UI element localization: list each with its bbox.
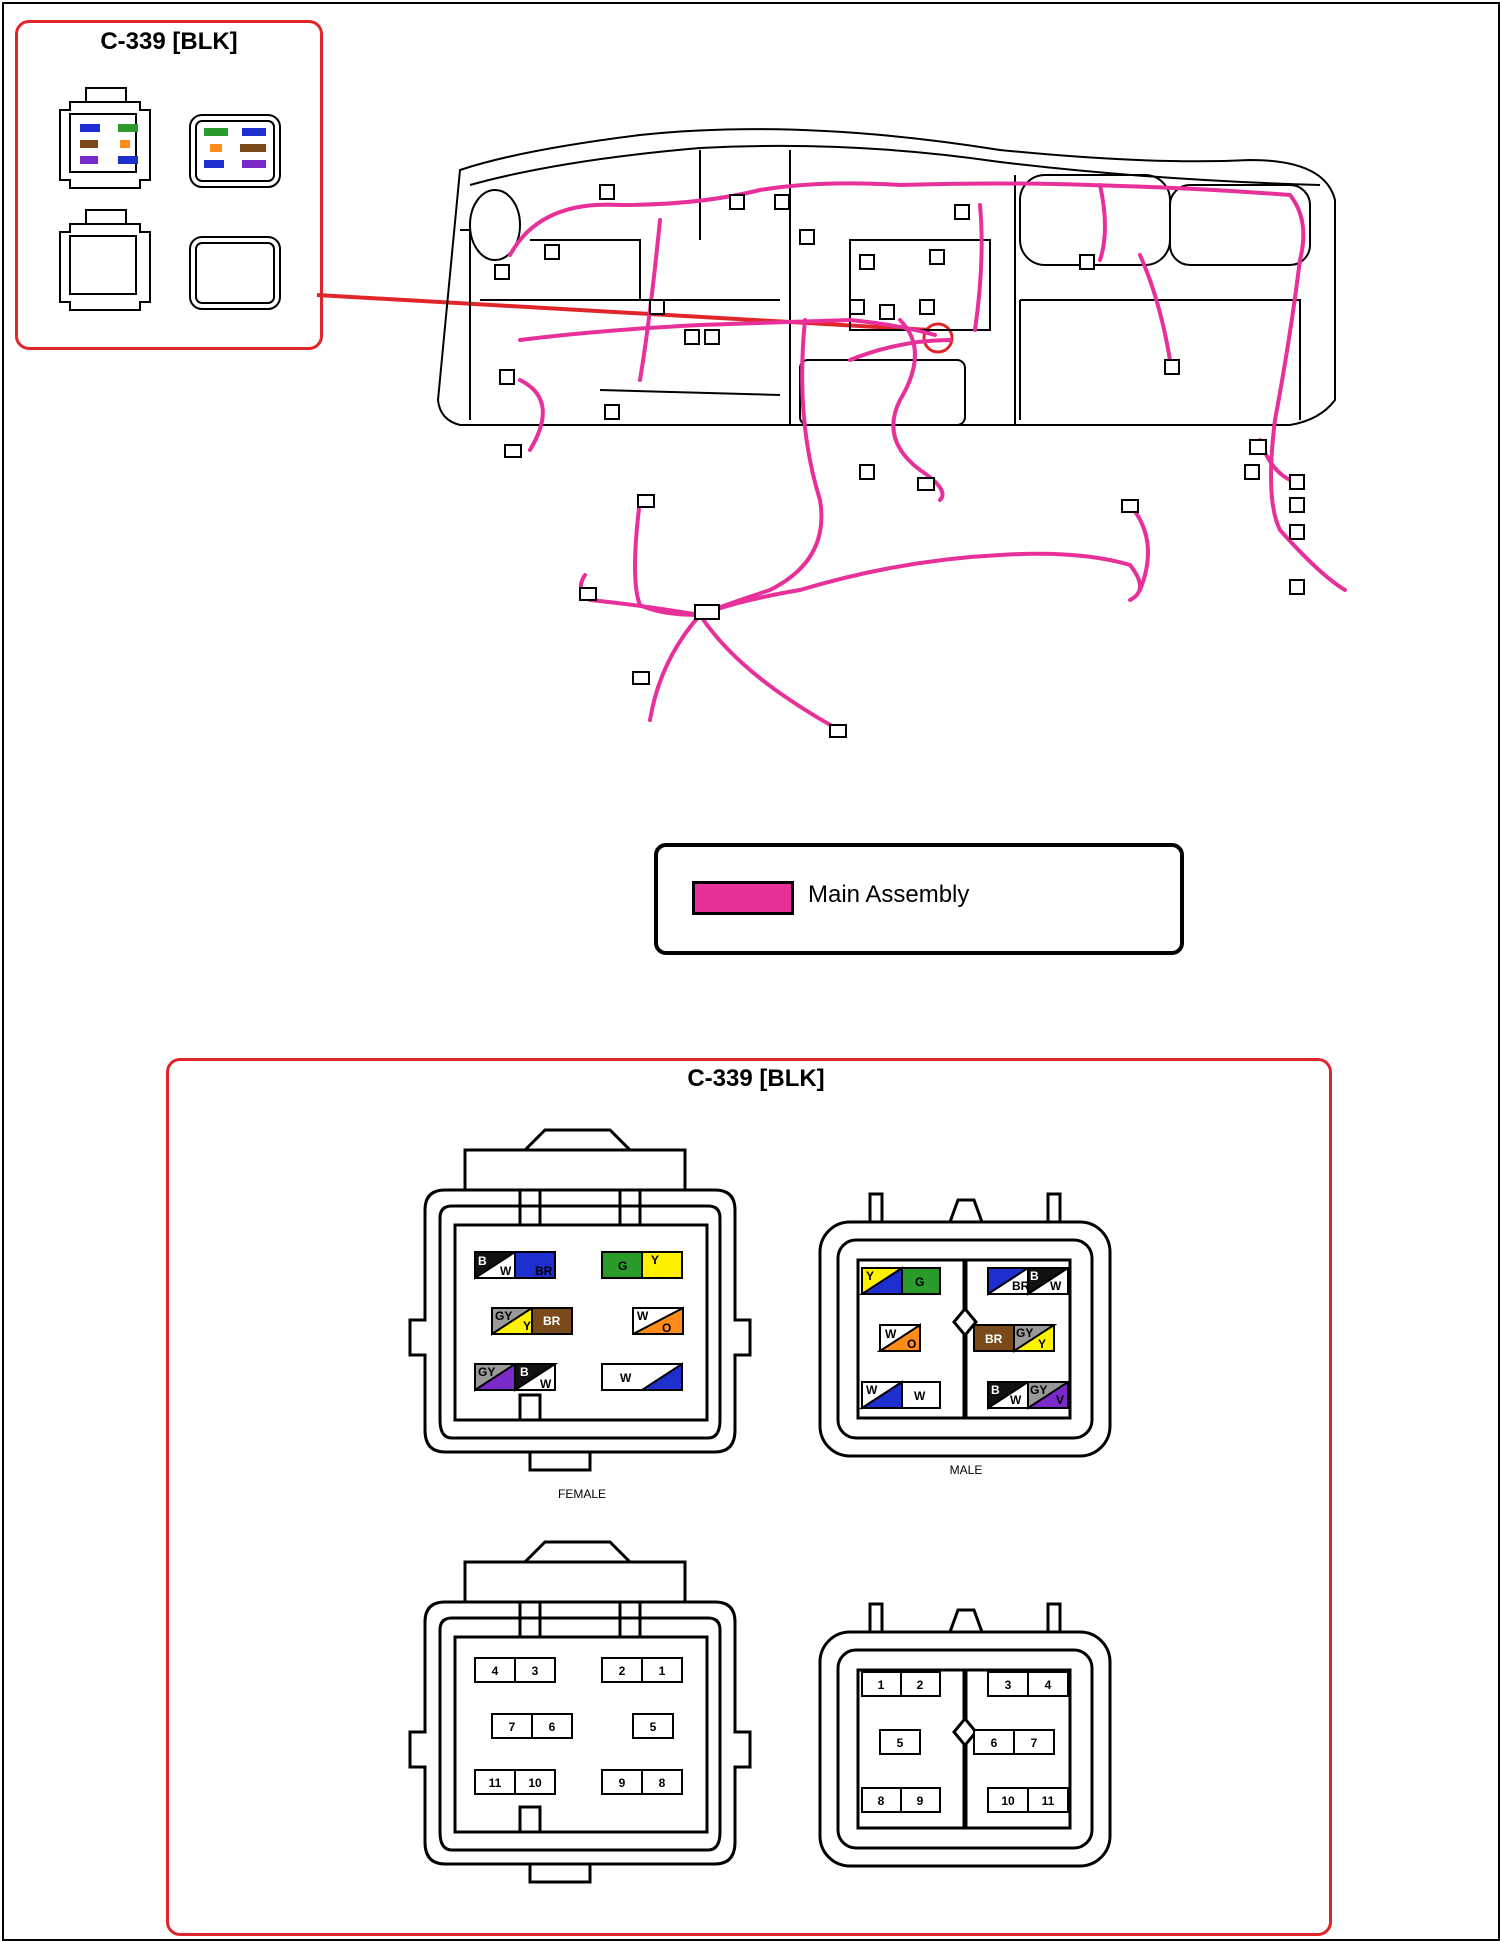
inset-male-numbered [189,236,281,310]
svg-text:G: G [618,1259,627,1273]
svg-text:Y: Y [523,1319,531,1333]
svg-text:W: W [1010,1393,1022,1407]
svg-text:GY: GY [495,1309,512,1323]
svg-text:GY: GY [1016,1326,1033,1340]
male-connector-colored [818,1192,1112,1458]
svg-text:W: W [500,1264,512,1278]
male-pin-numbers: 1 2 3 4 5 6 7 8 9 10 11 [878,1678,1055,1808]
female-connector-numbered [408,1540,752,1884]
male-pin-number: 8 [878,1794,885,1808]
inset-male-cavities [204,128,266,168]
legend-swatch [692,881,794,915]
harness-connectors [494,184,1305,738]
female-pin-number: 9 [619,1776,626,1790]
inset-female-connector [59,87,151,189]
inset-female-numbered [59,209,151,311]
svg-text:Y: Y [1038,1337,1046,1351]
male-pin-number: 4 [1045,1678,1052,1692]
legend-label: Main Assembly [808,881,970,908]
svg-text:W: W [637,1309,649,1323]
svg-text:W: W [885,1327,897,1341]
svg-text:B: B [991,1383,1000,1397]
female-pin-number: 3 [532,1664,539,1678]
female-caption: FEMALE [558,1487,606,1501]
detail-box [166,1058,1332,1936]
svg-text:B: B [478,1254,487,1268]
inset-callout-box [15,20,323,350]
male-pin-number: 10 [1001,1794,1015,1808]
svg-text:W: W [1050,1279,1062,1293]
callout-leader-line [316,293,931,332]
male-pin-number: 1 [878,1678,885,1692]
svg-text:GY: GY [478,1365,495,1379]
male-pin-number: 6 [991,1736,998,1750]
svg-text:BR: BR [1012,1279,1030,1293]
female-pin-number: 7 [509,1720,516,1734]
female-pin-number: 5 [650,1720,657,1734]
detail-title: C-339 [BLK] [687,1065,825,1092]
male-pin-number: 5 [897,1736,904,1750]
svg-text:B: B [520,1365,529,1379]
female-pin-number: 2 [619,1664,626,1678]
female-pin-number: 8 [659,1776,666,1790]
svg-text:W: W [540,1377,552,1391]
svg-text:BR: BR [535,1264,553,1278]
female-pin-number: 4 [492,1664,499,1678]
instrument-panel-structure [436,128,1336,426]
female-cavities-colored [474,1251,684,1392]
main-assembly-harness [508,181,1347,732]
svg-text:Y: Y [651,1253,659,1267]
svg-text:BR: BR [985,1332,1003,1346]
male-pin-number: 3 [1005,1678,1012,1692]
male-pin-number: 2 [917,1678,924,1692]
female-pin-number: 11 [489,1776,502,1790]
male-connector-numbered [818,1602,1112,1868]
female-numbered-cavities [474,1657,683,1795]
dashboard-harness-diagram [316,128,1347,738]
inset-connector-views [59,87,281,311]
svg-text:O: O [907,1337,916,1351]
female-pin-number: 10 [528,1776,542,1790]
inset-female-cavities [80,124,138,164]
svg-text:GY: GY [1030,1383,1047,1397]
inset-male-connector [189,114,281,188]
male-numbered-cavities [861,1671,1069,1813]
inset-title: C-339 [BLK] [100,28,238,55]
male-cavities-colored [858,1266,1072,1410]
male-pin-number: 7 [1031,1736,1038,1750]
legend: Main Assembly [654,843,1184,955]
male-pin-number: 9 [917,1794,924,1808]
svg-text:Y: Y [866,1269,874,1283]
female-connector-colored [408,1128,752,1472]
callout-circle [922,322,954,354]
svg-text:BR: BR [543,1314,561,1328]
svg-text:V: V [1056,1393,1064,1407]
female-pin-number: 1 [659,1664,666,1678]
female-pin-numbers: 4 3 2 1 7 6 5 11 10 9 8 [489,1664,666,1790]
male-caption: MALE [950,1463,983,1477]
male-pin-number: 11 [1042,1794,1055,1808]
svg-text:B: B [1030,1269,1039,1283]
female-pin-number: 6 [549,1720,556,1734]
svg-text:O: O [662,1321,671,1335]
svg-text:W: W [620,1371,632,1385]
svg-text:W: W [914,1389,926,1403]
svg-text:W: W [866,1383,878,1397]
svg-text:G: G [915,1275,924,1289]
